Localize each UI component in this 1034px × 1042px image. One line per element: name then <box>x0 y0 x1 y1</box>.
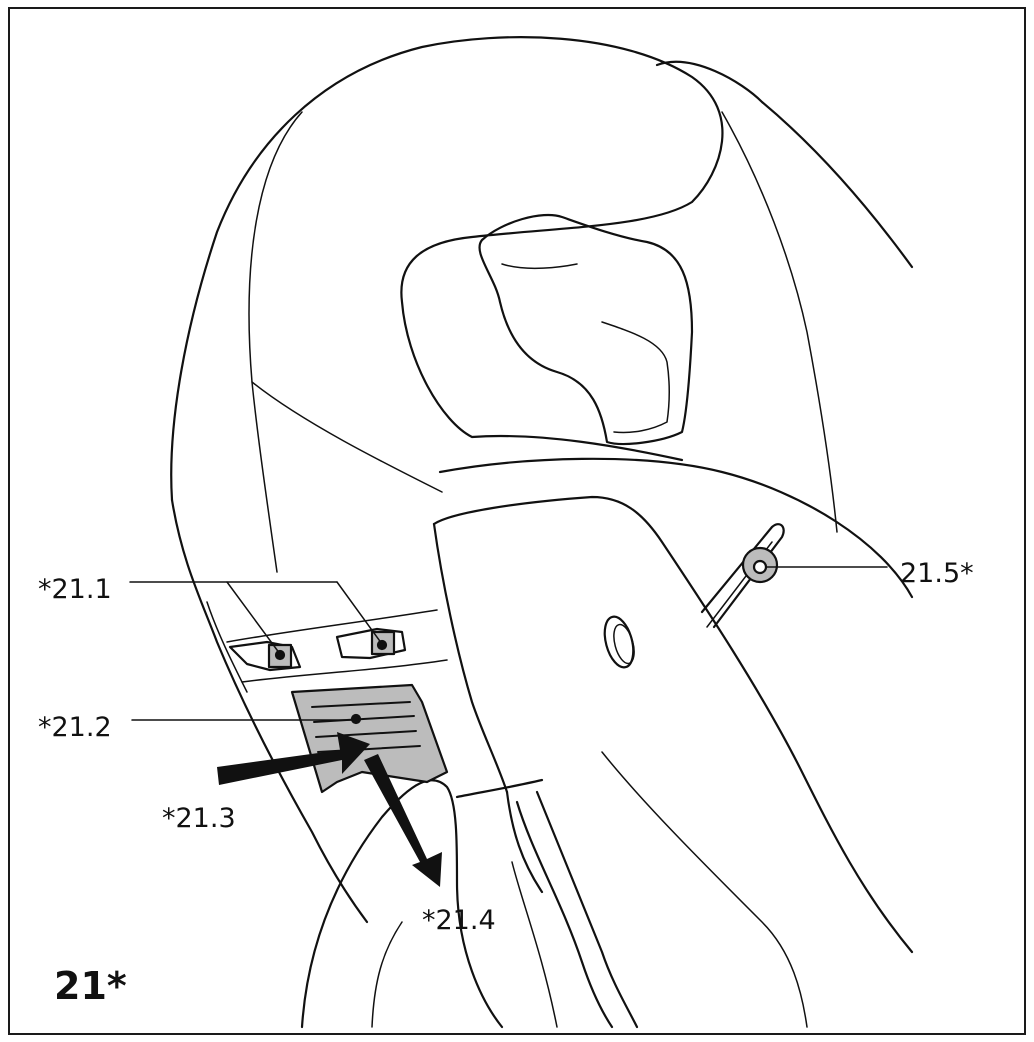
front-panel-bottom <box>455 778 544 799</box>
screw-center <box>752 559 768 575</box>
headrest-pad <box>478 213 694 446</box>
clip-right <box>335 627 407 660</box>
release-handle <box>290 683 449 794</box>
leader-21-2-dot <box>350 713 362 725</box>
leader-21-1-dot-a <box>274 649 286 661</box>
front-panel-hole-inner <box>613 623 635 665</box>
handle-groove-2 <box>313 715 415 723</box>
left-lower-shell <box>170 498 369 924</box>
callout-21-1: *21.1 <box>38 574 112 605</box>
seat-shell-right <box>655 60 914 269</box>
handle-groove-1 <box>311 701 411 708</box>
leader-21-1-dot-b <box>376 639 388 651</box>
left-bottom-inner <box>371 921 403 1028</box>
seat-illustration <box>129 36 914 1029</box>
left-lower-inner <box>206 601 248 693</box>
handle-groove-3 <box>315 730 417 738</box>
leg-left-inner <box>535 790 639 1029</box>
seat-shell-inner-right <box>721 111 838 533</box>
seat-top-curve <box>438 457 914 599</box>
clip-rail <box>226 609 438 643</box>
shell-inner-left <box>248 111 303 573</box>
callout-21-2: *21.2 <box>38 712 112 743</box>
callout-21-3: *21.3 <box>162 803 236 834</box>
front-panel <box>432 495 914 954</box>
figure-number: 21* <box>54 964 127 1008</box>
figure-frame: *21.1 *21.2 *21.3 *21.4 21.5* 21* <box>8 7 1026 1035</box>
shell-inner-mid <box>251 381 443 493</box>
left-bottom <box>300 779 504 1029</box>
side-rod <box>700 523 785 629</box>
front-panel-right <box>505 790 544 894</box>
clip-rail-2 <box>241 659 448 683</box>
leader-21-1-b <box>336 581 383 645</box>
arrow-21-3 <box>217 732 370 785</box>
headrest-pad-inner <box>601 321 670 434</box>
callout-21-5: 21.5* <box>900 558 974 589</box>
callout-21-4: *21.4 <box>422 905 496 936</box>
front-panel-left-edge <box>432 522 509 794</box>
leg-left <box>515 800 614 1029</box>
headrest-pad-line <box>501 263 578 270</box>
leader-21-1-a <box>226 581 281 655</box>
arrow-21-4 <box>364 754 442 887</box>
clip-left <box>228 640 302 672</box>
leg-right <box>601 751 808 1028</box>
seat-shell <box>170 36 724 502</box>
leg-mid <box>511 861 558 1028</box>
